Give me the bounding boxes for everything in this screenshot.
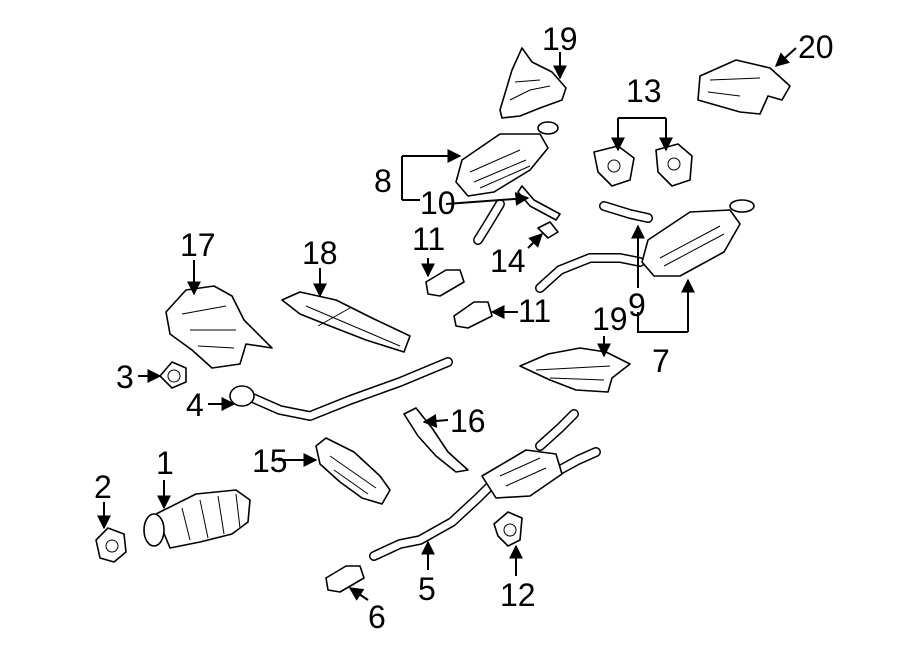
callout-14: 14 <box>490 243 526 279</box>
callout-20: 19 <box>542 21 578 57</box>
callout-4: 4 <box>186 387 204 423</box>
callout-5: 5 <box>418 571 436 607</box>
callout-15: 15 <box>252 443 288 479</box>
part-17-heat-shield[interactable] <box>165 285 273 369</box>
part-5-intermediate-pipe[interactable] <box>369 409 601 561</box>
part-14-clamp[interactable] <box>537 221 559 239</box>
part-8-muffler[interactable] <box>455 121 559 245</box>
callout-10: 10 <box>420 185 456 221</box>
part-15-heat-shield[interactable] <box>315 437 391 505</box>
part-13-mount-right[interactable] <box>655 143 693 187</box>
part-3-gasket[interactable] <box>159 361 187 389</box>
part-2-gasket[interactable] <box>95 527 127 563</box>
callout-11-upper: 11 <box>412 221 445 257</box>
callout-6: 6 <box>368 599 386 635</box>
callout-17: 17 <box>180 227 216 263</box>
part-13-mount-left[interactable] <box>593 145 635 187</box>
callout-12: 12 <box>500 577 536 613</box>
part-4-front-pipe[interactable] <box>229 357 453 421</box>
callout-8: 8 <box>374 163 392 199</box>
callout-16: 16 <box>450 403 486 439</box>
callout-9: 9 <box>628 287 646 323</box>
callout-13: 13 <box>626 73 662 109</box>
part-7-muffler[interactable] <box>641 199 755 277</box>
part-19-heat-shield[interactable] <box>519 347 631 393</box>
part-11-sensor-upper[interactable] <box>425 269 465 297</box>
part-16-bracket[interactable] <box>403 407 469 473</box>
callout-3: 3 <box>116 359 134 395</box>
callout-labels: 19 20 13 8 10 11 14 9 11 19 7 17 18 3 4 … <box>94 21 834 635</box>
part-20-heat-shield[interactable] <box>499 47 567 119</box>
part-9-pipe[interactable] <box>535 201 653 293</box>
callout-21: 20 <box>798 29 834 65</box>
part-18-bracket[interactable] <box>281 291 411 353</box>
part-6-sensor[interactable] <box>325 565 365 593</box>
part-12-hanger[interactable] <box>493 511 523 547</box>
part-10-hanger[interactable] <box>517 185 561 221</box>
callout-1: 1 <box>156 445 174 481</box>
part-1-catalytic-converter[interactable] <box>143 489 251 549</box>
callout-19: 19 <box>592 301 628 337</box>
callout-2: 2 <box>94 469 112 505</box>
part-21-heat-shield[interactable] <box>697 59 791 115</box>
part-11-sensor-lower[interactable] <box>453 301 493 329</box>
callout-7: 7 <box>652 343 670 379</box>
leader-lines <box>97 47 797 601</box>
callout-11-lower: 11 <box>518 293 551 329</box>
callout-18: 18 <box>302 235 338 271</box>
